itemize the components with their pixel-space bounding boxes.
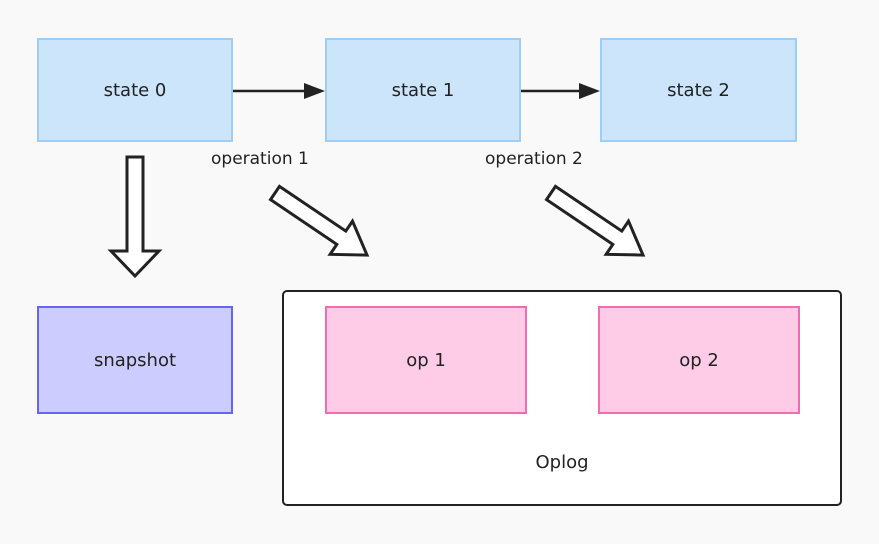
edge-label-operation-1: operation 1 (211, 149, 309, 169)
oplog-label: Oplog (535, 452, 589, 473)
state-0-node[interactable]: state 0 (37, 38, 233, 142)
edge-label-operation-2: operation 2 (485, 149, 583, 169)
edge-state0-state1 (233, 83, 325, 99)
state-2-node[interactable]: state 2 (600, 38, 797, 142)
state-1-node[interactable]: state 1 (325, 38, 521, 142)
hollow-arrow-to-op-1 (268, 184, 370, 257)
snapshot-node[interactable]: snapshot (37, 306, 233, 414)
op-1-node[interactable]: op 1 (325, 306, 527, 414)
edge-state1-state2 (521, 83, 600, 99)
op-2-node[interactable]: op 2 (598, 306, 800, 414)
hollow-arrow-to-op-2 (544, 184, 646, 257)
hollow-arrow-to-snapshot (107, 155, 163, 279)
